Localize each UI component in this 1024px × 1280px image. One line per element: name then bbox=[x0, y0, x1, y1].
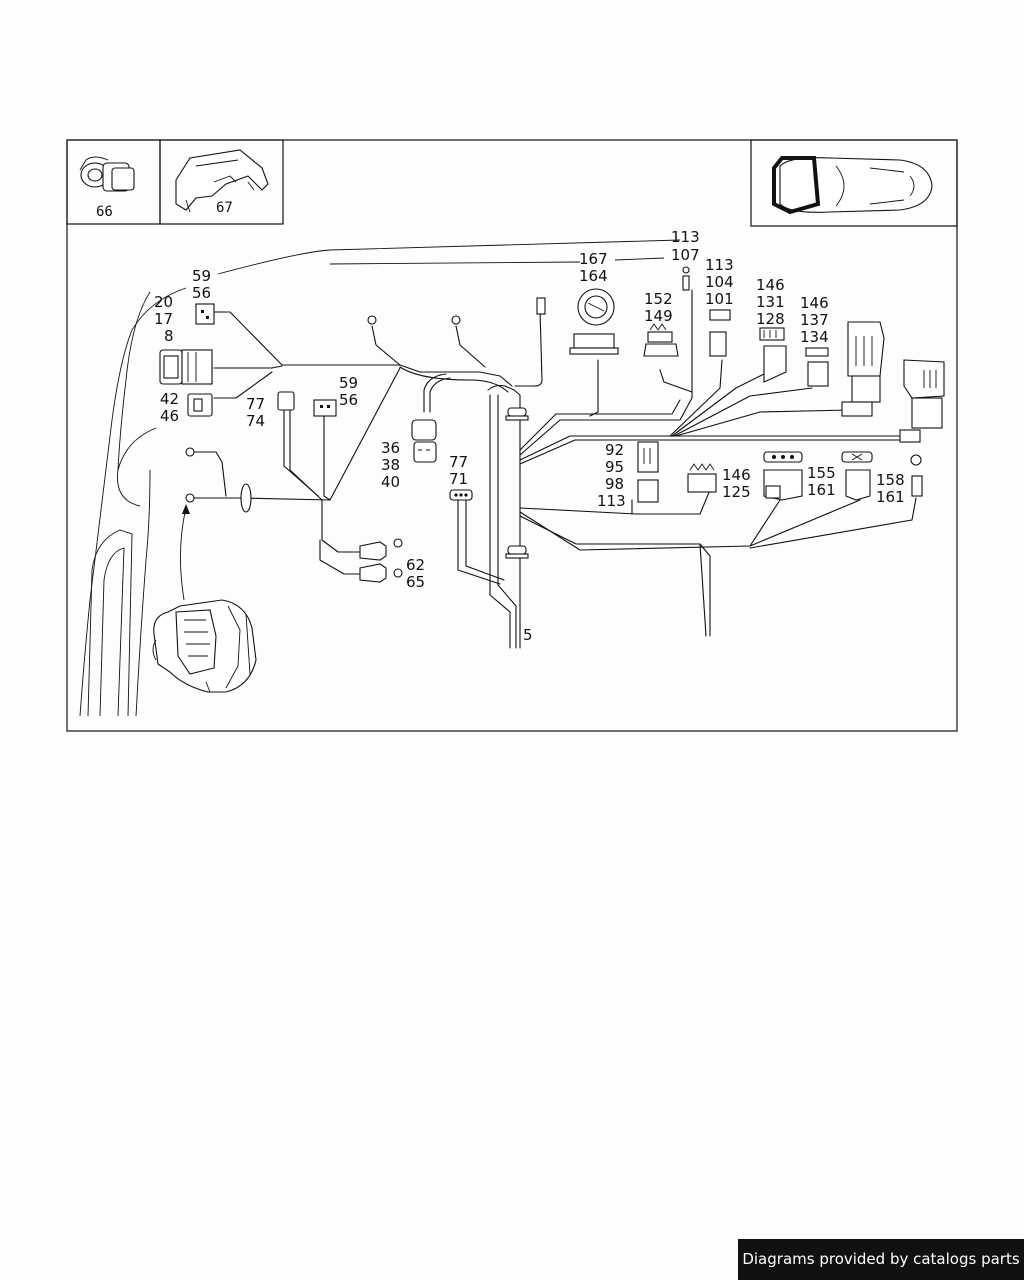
trunk-grommets bbox=[240, 407, 529, 559]
inset-boxes-left bbox=[66, 139, 284, 225]
alternator bbox=[152, 504, 257, 693]
car-overview-inset bbox=[750, 139, 958, 227]
callout-5: 5 bbox=[523, 626, 533, 644]
connectors bbox=[159, 266, 945, 583]
footer-credit: Diagrams provided by catalogs parts bbox=[738, 1239, 1024, 1280]
vehicle-body-outline bbox=[79, 239, 681, 717]
harness-wires bbox=[180, 289, 917, 649]
inset-66-connector-clip bbox=[79, 156, 135, 192]
inset-67-cover bbox=[175, 149, 269, 213]
inset-label-66: 66 bbox=[96, 204, 113, 220]
inset-label-67: 67 bbox=[216, 200, 233, 216]
diagram-frame bbox=[66, 139, 958, 732]
